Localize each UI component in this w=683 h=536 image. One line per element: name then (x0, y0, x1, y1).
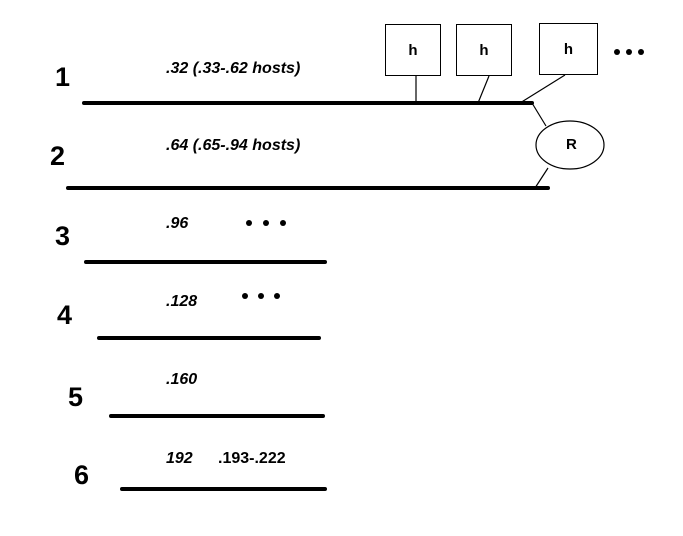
segment-1-number: 1 (55, 62, 71, 92)
router-connector-segment-2 (534, 167, 549, 189)
more-hosts-ellipsis (614, 49, 644, 55)
router-node (535, 120, 605, 170)
host-2-label: h (479, 42, 489, 59)
host-1-label: h (408, 42, 418, 59)
segment-2-label: .64 (.65-.94 hosts) (166, 137, 301, 154)
segment-3-label: .96 (166, 215, 189, 232)
segment-6-host-range: .193-.222 (218, 450, 286, 467)
segment-4-ellipsis (242, 293, 280, 299)
router-connector-segment-1 (531, 102, 547, 127)
router-label: R (566, 136, 577, 153)
segment-1-label: .32 (.33-.62 hosts) (166, 60, 301, 77)
segment-5-number: 5 (68, 382, 84, 412)
host-2-connector (477, 75, 490, 104)
segment-2-number: 2 (50, 141, 66, 171)
segment-4-label: .128 (166, 293, 198, 310)
segment-6-label: 192 (166, 450, 193, 467)
segment-5-label: .160 (166, 371, 198, 388)
host-3-label: h (563, 41, 574, 58)
segment-3-ellipsis (246, 220, 286, 226)
host-box-2: h (456, 24, 512, 76)
host-box-3: h (539, 23, 598, 75)
segment-4-number: 4 (57, 300, 73, 330)
segment-6-number: 6 (74, 460, 90, 490)
host-3-connector (519, 74, 566, 104)
host-box-1: h (385, 24, 441, 76)
segment-3-number: 3 (55, 221, 71, 251)
